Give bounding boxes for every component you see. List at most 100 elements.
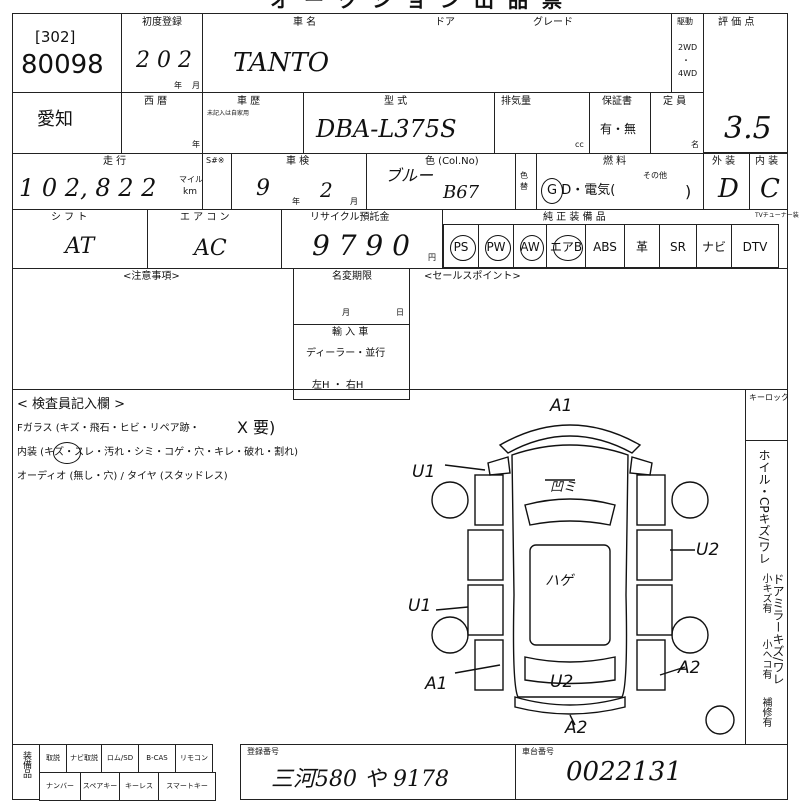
fuel-other-label: その他 (643, 171, 667, 180)
history-label: 車 歴 (237, 96, 261, 107)
name-change-month-unit: 月 (342, 308, 350, 317)
first-reg-year: 2 0 2 (136, 48, 192, 73)
drive-label: 駆動 (677, 17, 693, 26)
car-body (511, 444, 629, 698)
small-scratch-label: 小キズ有 (760, 573, 771, 613)
notes-cell: <注意事項> (12, 268, 294, 390)
footer-item: スペアキー (80, 772, 120, 801)
aircon-label: エ ア コ ン (180, 212, 230, 223)
footer-item: スマートキー (158, 772, 216, 801)
capacity-unit: 名 (691, 140, 699, 149)
footer-item: リモコン (175, 744, 213, 773)
fuel-cell: 燃 料 その他 G D・電気( ) (536, 153, 704, 210)
reg-number-label: 登録番号 (247, 747, 279, 756)
door-label: ドア (435, 17, 455, 28)
shift-value: AT (65, 234, 95, 259)
warranty-cell: 保証書 有・無 (589, 92, 651, 154)
mileage-value: 1 0 2, 8 2 2 (19, 174, 157, 202)
drive-4wd: 4WD (678, 69, 698, 78)
name-change-label: 名変期限 (332, 271, 372, 282)
wheel-mirror-cell: ホイル・CPキズ/ワレ 小キズ有 ドアミラーキズ/ワレ 小ヘコ有 補修有 (745, 440, 788, 745)
aircon-cell: エ ア コ ン AC (147, 209, 282, 269)
recycle-cell: リサイクル預託金 9 7 9 0 円 (281, 209, 443, 269)
glass-line: Fガラス (キズ・飛石・ヒビ・リペア跡・ (17, 423, 200, 434)
inspection-year-unit: 年 (292, 197, 300, 206)
region-value: 愛知 (37, 109, 73, 130)
footer-item: ナビ取説 (66, 744, 102, 773)
footer-item: ロム/SD (101, 744, 139, 773)
region-cell: 愛知 (12, 92, 122, 154)
mileage-mile-unit: マイル (179, 175, 203, 184)
mark-left-rear: U1 (408, 596, 431, 616)
footer-equip-label: 装備品 (21, 751, 31, 778)
color-change-label: 色替 (520, 171, 528, 192)
score-label: 評 価 点 (718, 17, 755, 28)
sheet-title: オークション出品票 (270, 0, 576, 12)
interior-label: 内 装 (755, 156, 779, 167)
mirror-label: ドアミラーキズ/ワレ (771, 573, 785, 686)
fuel-options: G D・電気( (547, 183, 616, 198)
mark-left-front: U1 (412, 462, 435, 482)
fuel-close: ) (685, 182, 692, 201)
mark-hood: 凹ミ (550, 480, 576, 495)
drive-2wd: 2WD (678, 43, 698, 52)
chassis-value: 0022131 (566, 757, 682, 787)
inspection-cell: 車 検 9 年 2 月 (231, 153, 367, 210)
equipment-item-7: ナビ (696, 224, 732, 268)
equipment-item-2: AW (513, 224, 547, 268)
fuel-gasoline-circle (541, 178, 563, 204)
spare-wheel (705, 705, 735, 735)
equipment-item-0: PS (443, 224, 479, 268)
mileage-cell: 走 行 1 0 2, 8 2 2 マイル km (12, 153, 203, 210)
color-number: B67 (443, 182, 480, 203)
aircon-value: AC (194, 236, 227, 261)
score-value: 3.5 (724, 111, 772, 146)
history-cell: 車 歴 未記入は自家用 (202, 92, 304, 154)
footer-item: 取説 (39, 744, 67, 773)
mileage-label: 走 行 (103, 156, 127, 167)
equipment-label: DTV (742, 240, 768, 254)
small-dent-label: 小ヘコ有 (760, 639, 771, 679)
wheel-label: ホイル・CPキズ/ワレ (757, 449, 771, 565)
color-cell: 色 (Col.No) ブルー B67 (366, 153, 516, 210)
notes-label: <注意事項> (123, 271, 180, 282)
western-year-cell: 西 暦 年 (121, 92, 203, 154)
equipment-circle (520, 235, 544, 261)
score-cell: 評 価 点 3.5 (703, 13, 788, 153)
mark-rear-right: A2 (677, 658, 700, 678)
equipment-item-5: 革 (624, 224, 660, 268)
recycle-value: 9 7 9 0 (312, 229, 410, 262)
repaired-label: 補修有 (760, 697, 771, 727)
equipment-item-8: DTV (731, 224, 779, 268)
recycle-unit: 円 (428, 253, 436, 262)
mark-front: A1 (549, 396, 572, 416)
meter-change-cell: S#※ (202, 153, 232, 210)
name-change-cell: 名変期限 月 日 (293, 268, 410, 325)
chassis-cell: 車台番号 0022131 (515, 744, 788, 800)
equipment-label: 革 (635, 240, 648, 254)
front-bumper (498, 424, 642, 454)
lot-number: 80098 (21, 50, 104, 80)
equipment-circle (485, 235, 511, 261)
inspector-label: < 検査員記入欄 > (17, 397, 126, 412)
displacement-unit: cc (575, 140, 584, 149)
first-reg-label: 初度登録 (142, 17, 182, 28)
interior-grade: C (760, 174, 780, 204)
mark-roof: ハゲ (545, 573, 575, 589)
steering-options: 左H ・ 右H (312, 380, 364, 391)
mark-rear-left: A1 (424, 674, 447, 694)
equipment-label: SR (670, 240, 686, 254)
equipment-label: 純 正 装 備 品 (543, 212, 606, 223)
inspection-year: 9 (256, 176, 270, 201)
capacity-label: 定 員 (663, 96, 687, 107)
interior-cell: 内 装 C (749, 153, 788, 210)
first-registration-cell: 初度登録 2 0 2 年 月 (121, 13, 203, 93)
equipment-circle (553, 235, 583, 261)
exterior-label: 外 装 (712, 156, 736, 167)
color-label: 色 (Col.No) (425, 156, 479, 167)
equipment-item-1: PW (478, 224, 514, 268)
car-name-value: TANTO (233, 48, 330, 78)
